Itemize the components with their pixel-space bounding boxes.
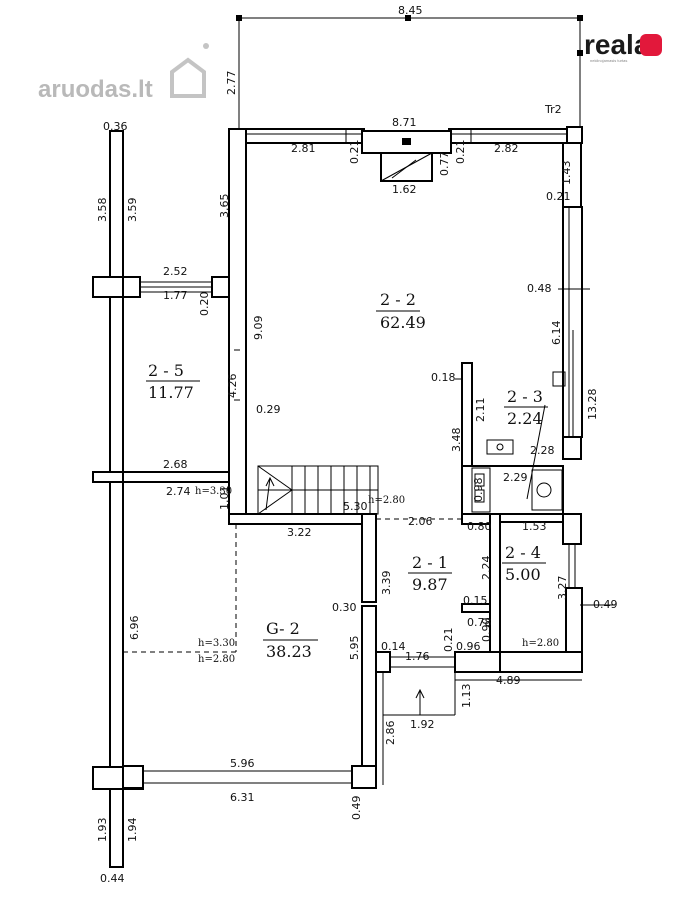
dim-1-76: 1.76: [405, 650, 430, 663]
room-2-2-area: 62.49: [380, 313, 426, 332]
dim-2-11: 2.11: [474, 398, 487, 423]
room-2-4-area: 5.00: [505, 565, 541, 584]
dim-2-28: 2.28: [530, 444, 555, 457]
note-h-2-80-stair: h=2.80: [368, 495, 405, 506]
dim-0-96: 0.96: [456, 640, 481, 653]
terrace-tr2: [236, 15, 583, 130]
room-2-1-id: 2 - 1: [412, 553, 448, 572]
room-2-2-walls: [228, 126, 583, 525]
dim-0-20: 0.20: [198, 292, 211, 317]
dim-1-01: 1.01: [218, 486, 231, 511]
note-h-2-80-g2: h=2.80: [198, 654, 235, 665]
dim-3-22: 3.22: [287, 526, 312, 539]
dim-8-45: 8.45: [398, 4, 423, 17]
dim-0-98: 0.98: [472, 478, 485, 503]
room-g2-area: 38.23: [266, 642, 312, 661]
dim-1-94: 1.94: [126, 818, 139, 843]
dim-13-28: 13.28: [586, 389, 599, 421]
dim-2-52: 2.52: [163, 265, 188, 278]
watermark-house-logo: [170, 43, 209, 98]
dim-0-21-c: 0.21: [546, 190, 571, 203]
note-h-3-30-g2: h=3.30: [198, 638, 235, 649]
dim-8-71: 8.71: [392, 116, 417, 129]
room-2-4-id: 2 - 4: [505, 543, 541, 562]
fireplace: [361, 130, 452, 182]
note-h-2-80-r24: h=2.80: [522, 638, 559, 649]
room-2-5-area: 11.77: [148, 383, 194, 402]
room-2-2-id: 2 - 2: [380, 290, 416, 309]
dim-2-06: 2.06: [408, 515, 433, 528]
dim-2-29: 2.29: [503, 471, 528, 484]
dim-0-29: 0.29: [256, 403, 281, 416]
room-2-3-id: 2 - 3: [507, 387, 543, 406]
dim-0-49-b: 0.49: [350, 796, 363, 821]
dim-9-09: 9.09: [252, 316, 265, 341]
dim-5-96: 5.96: [230, 757, 255, 770]
dim-4-26: 4.26: [226, 374, 239, 399]
dim-3-65: 3.65: [218, 194, 231, 219]
room-2-3-area: 2.24: [507, 409, 543, 428]
dim-2-81: 2.81: [291, 142, 316, 155]
dim-1-13: 1.13: [460, 684, 473, 709]
dim-1-93: 1.93: [96, 818, 109, 843]
room-2-5-id: 2 - 5: [148, 361, 184, 380]
reala-logo-badge: [640, 34, 662, 56]
reala-logo: reala: [584, 29, 650, 60]
staircase: [257, 465, 379, 515]
dim-6-96: 6.96: [128, 616, 141, 641]
watermark-aruodas: aruodas.lt: [38, 76, 153, 103]
dim-0-78: 0.78: [467, 616, 492, 629]
dim-1-92: 1.92: [410, 718, 435, 731]
dim-6-14: 6.14: [550, 321, 563, 346]
dim-0-80: 0.80: [467, 520, 492, 533]
dim-3-58: 3.58: [96, 198, 109, 223]
dim-5-30: 5.30: [343, 500, 368, 513]
note-h-3-30-top: h=3.30: [195, 486, 232, 497]
dim-0-44: 0.44: [100, 872, 125, 885]
dim-0-36: 0.36: [103, 120, 128, 133]
dim-2-86: 2.86: [384, 721, 397, 746]
dim-2-24: 2.24: [480, 556, 493, 581]
dim-0-21-a: 0.21: [348, 140, 361, 165]
dim-1-62: 1.62: [392, 183, 417, 196]
entrance-walls: [375, 651, 501, 785]
dim-0-77: 0.77: [438, 152, 451, 177]
room-2-1-area: 9.87: [412, 575, 448, 594]
dim-1-77: 1.77: [163, 289, 188, 302]
reala-subtitle: nekilnojamasis turtas: [590, 58, 627, 63]
interior-walls-middle: [228, 513, 564, 767]
left-annex-walls: [92, 130, 144, 868]
dim-2-68: 2.68: [163, 458, 188, 471]
dim-3-59: 3.59: [126, 198, 139, 223]
room-2-4-walls: [499, 513, 583, 673]
dim-2-74: 2.74: [166, 485, 191, 498]
dim-2-77: 2.77: [225, 71, 238, 96]
dim-0-48: 0.48: [527, 282, 552, 295]
dim-0-15: 0.15: [463, 594, 488, 607]
dim-3-48: 3.48: [450, 428, 463, 453]
garage-g2-walls: [122, 524, 377, 789]
dim-1-43: 1.43: [560, 161, 573, 186]
dim-6-31: 6.31: [230, 791, 255, 804]
dim-0-90: 0.90: [480, 618, 493, 643]
room-g2-id: G- 2: [266, 619, 300, 638]
dim-3-39: 3.39: [380, 571, 393, 596]
label-tr2: Tr2: [544, 103, 562, 116]
room-2-3-walls: [461, 362, 566, 515]
dim-2-82: 2.82: [494, 142, 519, 155]
dim-0-30: 0.30: [332, 601, 357, 614]
dim-0-21-d: 0.21: [442, 628, 455, 653]
dim-0-18: 0.18: [431, 371, 456, 384]
dim-0-14: 0.14: [381, 640, 406, 653]
dim-3-27: 3.27: [556, 576, 569, 601]
dim-5-95: 5.95: [348, 636, 361, 661]
dim-1-53: 1.53: [522, 520, 547, 533]
dim-0-21-b: 0.21: [454, 140, 467, 165]
